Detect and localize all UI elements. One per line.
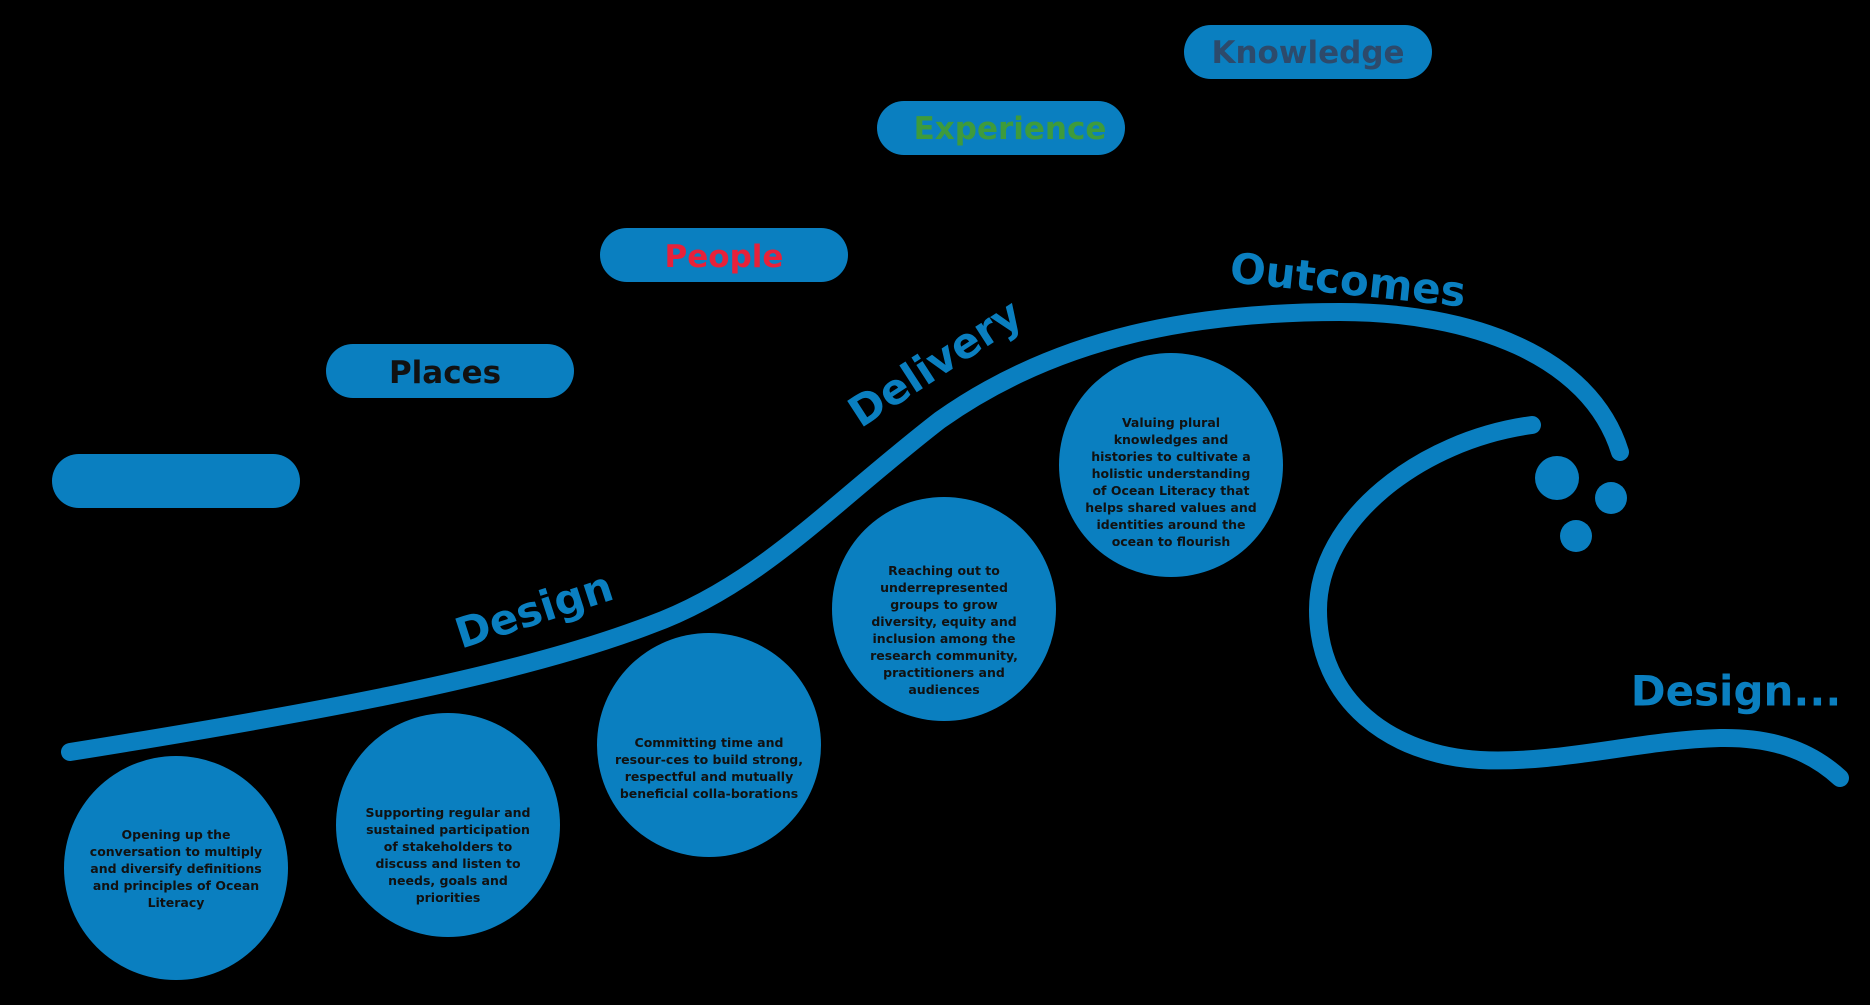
spray-bubble xyxy=(1535,456,1579,500)
pill-knowledge-label: Knowledge xyxy=(1211,35,1404,71)
pill-people: People xyxy=(600,228,848,282)
pill-places-label: Places xyxy=(389,355,501,391)
pill-experience: Experience xyxy=(877,101,1125,155)
circle-1-text: Opening up the conversation to multiply … xyxy=(89,826,263,910)
pill-places: Places xyxy=(326,344,574,398)
spray-bubble xyxy=(1560,520,1592,552)
wave-line xyxy=(61,302,1629,761)
pill-first xyxy=(52,454,300,508)
principle-circle-2 xyxy=(336,713,560,937)
principle-circle-3 xyxy=(597,633,821,857)
pill-knowledge: Knowledge xyxy=(1184,25,1432,79)
wave-label-design-continued: Design... xyxy=(1631,667,1842,716)
circle-2-text: Supporting regular and sustained partici… xyxy=(365,805,531,905)
principle-circle-5 xyxy=(1059,353,1283,577)
circle-4-text: Reaching out to underrepresented groups … xyxy=(870,563,1018,697)
wave-curl xyxy=(1308,416,1849,787)
principle-circle-1 xyxy=(64,756,288,980)
principle-circle-4 xyxy=(832,497,1056,721)
pill-experience-label: Experience xyxy=(914,111,1107,147)
circle-5-text: Valuing plural knowledges and histories … xyxy=(1085,415,1257,549)
pill-people-label: People xyxy=(665,239,784,275)
spray-bubble xyxy=(1595,482,1627,514)
circle-3-text: Committing time and resour-ces to build … xyxy=(615,735,803,801)
